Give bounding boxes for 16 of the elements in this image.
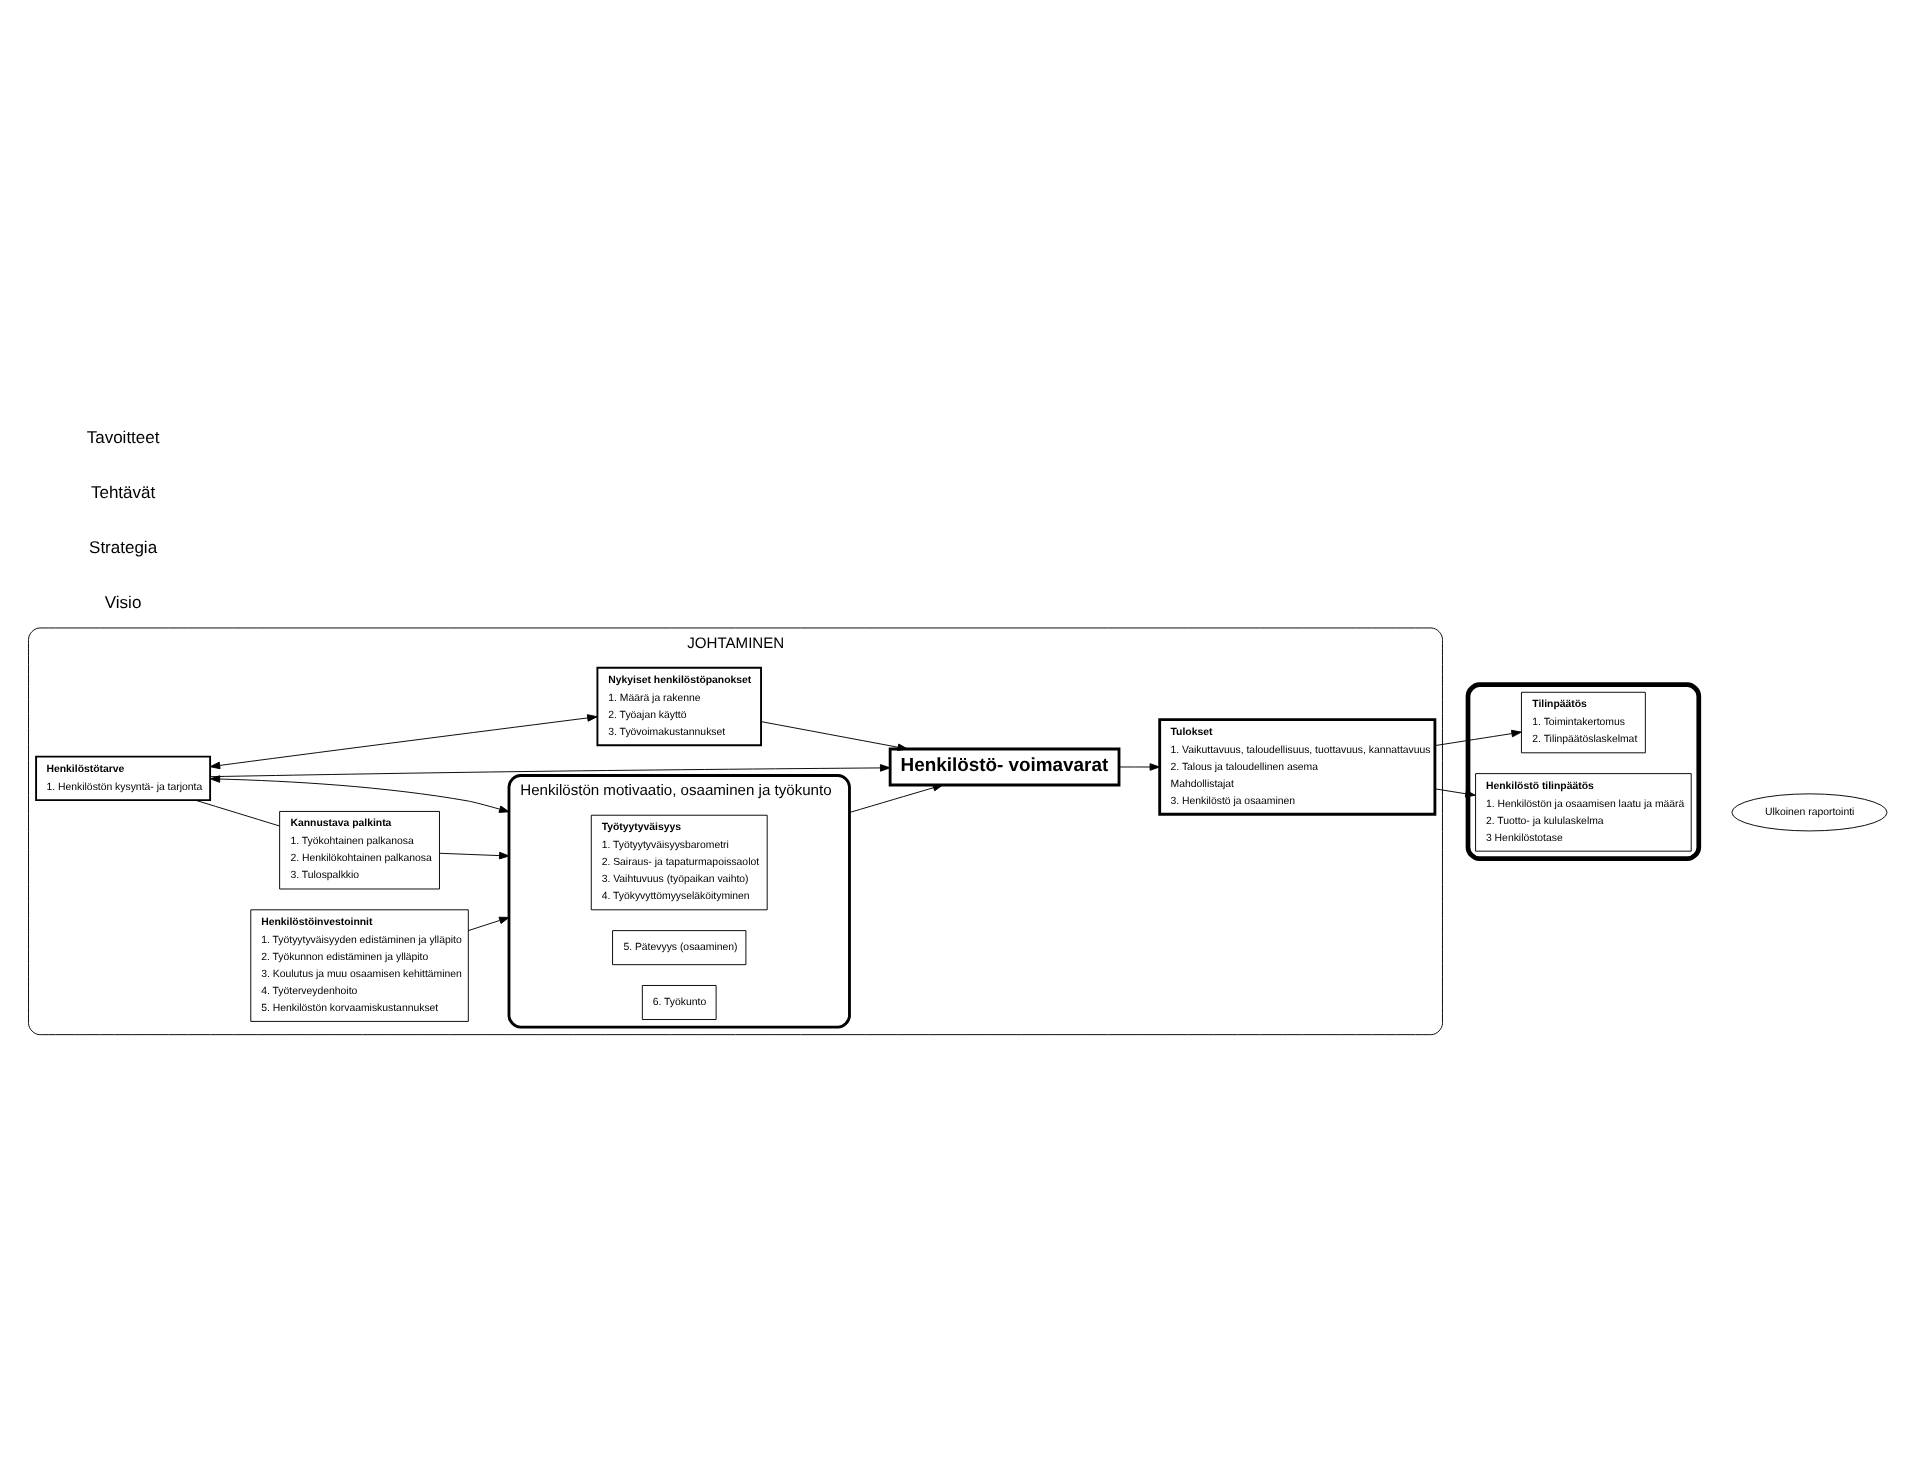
label: Strategia [89, 536, 158, 557]
label: Visio [104, 591, 142, 612]
arrow [760, 721, 908, 751]
arrow [849, 784, 944, 813]
arrow [439, 851, 510, 860]
arrow [1434, 788, 1476, 798]
label: Tavoitteet [86, 426, 160, 447]
arrow [1118, 763, 1160, 771]
arrow [209, 714, 598, 770]
arrow [209, 775, 510, 813]
connector [194, 799, 280, 827]
label: Tehtävät [90, 481, 156, 502]
arrow [1434, 729, 1522, 747]
node-box: Henkilöstö- voimavarat [888, 747, 1121, 787]
arrow [209, 764, 891, 778]
arrow [468, 916, 510, 932]
